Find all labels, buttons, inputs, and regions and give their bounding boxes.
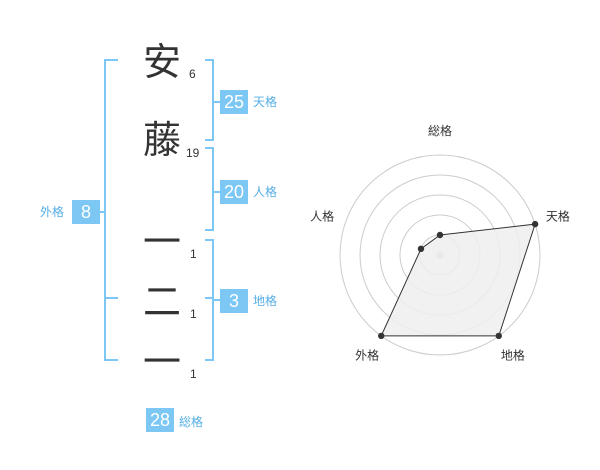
bracket-lines xyxy=(95,59,221,361)
name-char-3: 一 xyxy=(142,220,181,264)
gaikaku-label: 外格 xyxy=(40,205,65,219)
jinkaku-label: 人格 xyxy=(253,185,278,199)
gaikaku-bracket xyxy=(104,59,118,361)
name-char-2: 藤 xyxy=(142,118,181,162)
radar-shape xyxy=(378,220,539,340)
radar-axis-label: 天格 xyxy=(546,209,570,224)
radar-point-2 xyxy=(531,220,539,228)
gaikaku-badge: 8 xyxy=(72,200,100,224)
jinkaku-badge: 20 xyxy=(220,180,248,204)
name-char-4: 二 xyxy=(142,280,181,324)
tenkaku-badge: 25 xyxy=(220,90,248,114)
radar-axis-label: 総格 xyxy=(428,123,452,138)
stroke-count-1: 6 xyxy=(189,67,196,81)
name-char-5: 一 xyxy=(142,340,181,384)
stroke-count-3: 1 xyxy=(190,247,197,261)
stroke-count-2: 19 xyxy=(186,146,200,160)
soukaku-label: 総格 xyxy=(179,415,204,429)
radar-axis-label: 人格 xyxy=(310,209,334,224)
chikaku-badge: 3 xyxy=(220,289,248,313)
radar-grid-ring xyxy=(339,154,541,356)
radar-point-1 xyxy=(436,231,444,239)
radar-axis-label: 地格 xyxy=(501,347,525,362)
stroke-count-4: 1 xyxy=(190,307,197,321)
chikaku-label: 地格 xyxy=(253,294,278,308)
stroke-count-5: 1 xyxy=(190,367,197,381)
radar-point-4 xyxy=(378,332,385,340)
soukaku-badge: 28 xyxy=(146,408,174,432)
radar-polygon xyxy=(380,223,536,337)
jinkaku-bracket xyxy=(205,147,214,231)
name-char-1: 安 xyxy=(142,40,181,84)
tenkaku-label: 天格 xyxy=(253,95,278,109)
radar-axis-label: 外格 xyxy=(355,347,379,362)
tenkaku-bracket xyxy=(205,59,214,141)
radar-point-5 xyxy=(417,245,425,253)
chikaku-bracket xyxy=(205,239,214,361)
radar-point-3 xyxy=(495,332,502,340)
